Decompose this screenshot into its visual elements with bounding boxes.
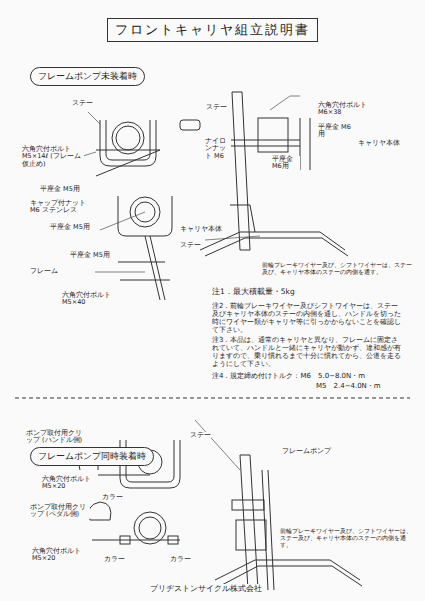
part-label: フレーム (30, 268, 58, 275)
title-text: フロントキャリヤ組立説明書 (115, 21, 310, 39)
note-text: 注3．本品は、通常のキャリヤと異なり、フレームに固定されていて、ハンドルと一緒に… (212, 336, 402, 368)
part-label: カラー (104, 556, 125, 563)
part-label: キャリヤ本体 (358, 140, 400, 147)
head-tube-pump (195, 420, 362, 590)
note-text: M5 2.4−4.0N・m (316, 382, 381, 390)
part-label: ステー (206, 104, 227, 111)
part-label: フレームポンプ (282, 448, 331, 455)
company-name: ブリヂストンサイクル株式会社 (150, 584, 262, 593)
part-label: 六角穴付ボルト M5×14ℓ (フレーム仮止め) (22, 146, 84, 168)
note-text: 注4．規定締め付けトルク：M6 5.0−8.0N・m (212, 372, 402, 380)
section-heading: フレームポンプ未装着時 (30, 67, 145, 86)
section-text: フレームポンプ同時装着時 (38, 450, 146, 463)
part-label: 六角穴付ボルト M5×40 (62, 292, 124, 307)
cable-note: 前輪ブレーキワイヤー及び、シフトワイヤーは、ステー及び、キャリヤ本体のステーの内… (262, 262, 412, 276)
note-text: 注2．前輪ブレーキワイヤー及びシフトワイヤーは、ステー及びキャリヤ本体のステーの… (212, 302, 402, 334)
part-label: カラー (102, 494, 123, 501)
part-label: ナイロンナット M6 (205, 138, 231, 160)
note-text: 注1．最大積載量・5kg (212, 288, 402, 297)
part-label: ポンプ取付用クリップ (ペダル側) (30, 504, 90, 519)
part-label: 平座金 M5用 (40, 186, 80, 193)
cable-note: 前輪ブレーキワイヤー及び、シフトワイヤーは、ステー及び、キャリヤ本体のステーの内… (280, 528, 415, 549)
title-box: フロントキャリヤ組立説明書 (107, 18, 318, 42)
part-label: ステー (190, 432, 211, 439)
part-label: 平座金 M6用 (318, 124, 354, 139)
part-label: 平座金 M6用 (272, 156, 300, 171)
part-label: 六角穴付ボルト M5×20 (42, 476, 102, 491)
carrier-mount (95, 196, 172, 300)
part-label: ポンプ取付用クリップ (ハンドル側) (26, 430, 88, 445)
part-label: ステー (180, 242, 201, 249)
part-label: 六角穴付ボルト M6×38 (318, 102, 378, 117)
part-label: 平座金 M5用 (70, 252, 110, 259)
section-text: フレームポンプ未装着時 (38, 70, 137, 83)
section-heading: フレームポンプ同時装着時 (30, 447, 154, 466)
section-divider (15, 398, 410, 399)
part-label: キャリヤ本体 (180, 226, 222, 233)
part-label: カラー (170, 556, 191, 563)
part-label: 六角穴付ボルト M5×20 (32, 548, 92, 563)
part-label: 平座金 M5用 (50, 224, 90, 231)
part-label: キャップ付ナット M6 ステンレス (30, 200, 94, 215)
part-label: ステー (72, 100, 93, 107)
